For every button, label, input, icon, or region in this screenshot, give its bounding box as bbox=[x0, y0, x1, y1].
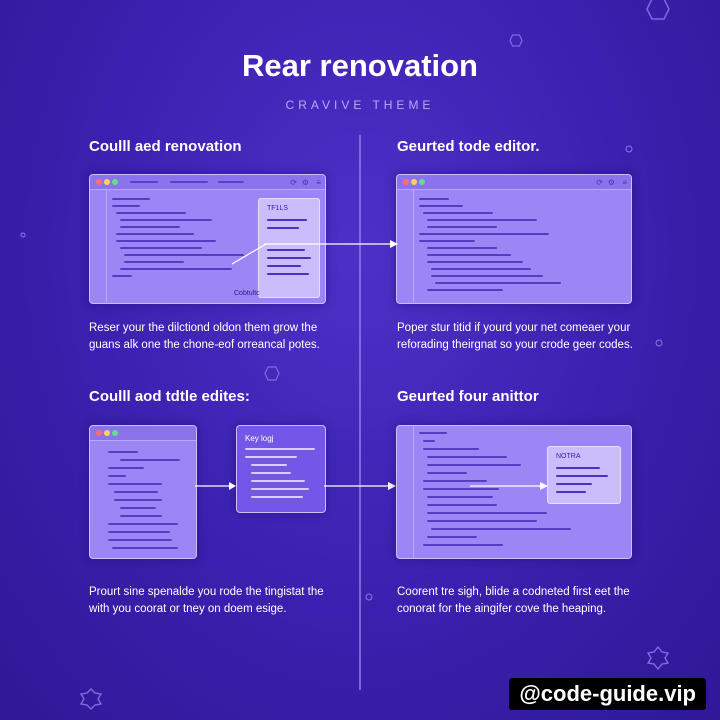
section-4-title: Geurted four anittor bbox=[397, 388, 539, 405]
small-dot-icon bbox=[625, 145, 633, 153]
notes-panel: NOTRA bbox=[547, 446, 621, 504]
code-area[interactable] bbox=[90, 441, 196, 557]
corner-label: Cobtultc bbox=[234, 290, 260, 297]
keylog-popup: Key logj bbox=[236, 425, 326, 513]
maximize-dot-icon[interactable] bbox=[112, 430, 118, 436]
hexagon-icon bbox=[646, 646, 670, 670]
tab-indicator[interactable] bbox=[170, 181, 208, 183]
settings-icon[interactable]: ⚙ bbox=[301, 178, 309, 187]
minimize-dot-icon[interactable] bbox=[104, 430, 110, 436]
watermark-handle: @code-guide.vip bbox=[509, 678, 706, 710]
code-area[interactable]: NOTRA bbox=[397, 426, 631, 558]
small-dot-icon bbox=[20, 232, 26, 238]
window-titlebar: ⟳ ⚙ ≡ bbox=[397, 175, 631, 190]
refresh-icon[interactable]: ⟳ bbox=[290, 178, 297, 187]
notes-panel-label: NOTRA bbox=[556, 453, 581, 460]
menu-icon[interactable]: ≡ bbox=[316, 178, 321, 187]
menu-icon[interactable]: ≡ bbox=[622, 178, 627, 187]
minimize-dot-icon[interactable] bbox=[411, 179, 417, 185]
refresh-icon[interactable]: ⟳ bbox=[596, 178, 603, 187]
arrow-right-icon bbox=[324, 482, 396, 490]
code-area[interactable]: TF1LS Cobtultc bbox=[90, 190, 325, 302]
section-1-description: Reser your the dilctiond oldon them grow… bbox=[89, 322, 320, 351]
section-2-title: Geurted tode editor. bbox=[397, 138, 540, 155]
tab-indicator[interactable] bbox=[130, 181, 158, 183]
line-gutter bbox=[90, 190, 107, 302]
window-titlebar bbox=[90, 426, 196, 441]
maximize-dot-icon[interactable] bbox=[112, 179, 118, 185]
editor-window-2: ⟳ ⚙ ≡ bbox=[396, 174, 632, 304]
keylog-label: Key logj bbox=[245, 434, 274, 443]
editor-window-1: ⟳ ⚙ ≡ TF1LS Cobtultc bbox=[89, 174, 326, 304]
maximize-dot-icon[interactable] bbox=[419, 179, 425, 185]
hexagon-icon bbox=[509, 34, 523, 47]
arrow-right-icon bbox=[470, 482, 548, 490]
connector-line bbox=[231, 243, 267, 265]
settings-icon[interactable]: ⚙ bbox=[607, 178, 615, 187]
section-4-description: Coorent tre sigh, blide a codneted first… bbox=[397, 586, 630, 615]
small-dot-icon bbox=[655, 339, 663, 347]
line-gutter bbox=[397, 190, 414, 302]
editor-window-4: NOTRA bbox=[396, 425, 632, 559]
files-panel: TF1LS bbox=[258, 198, 320, 298]
tab-indicator[interactable] bbox=[218, 181, 244, 183]
files-panel-label: TF1LS bbox=[267, 205, 289, 212]
code-area[interactable] bbox=[397, 190, 631, 302]
hexagon-icon bbox=[80, 688, 102, 710]
line-gutter bbox=[397, 426, 414, 558]
close-dot-icon[interactable] bbox=[96, 430, 102, 436]
window-titlebar: ⟳ ⚙ ≡ bbox=[90, 175, 325, 190]
section-1-title: Coulll aed renovation bbox=[89, 138, 242, 155]
arrow-right-icon bbox=[264, 240, 398, 248]
close-dot-icon[interactable] bbox=[403, 179, 409, 185]
hexagon-icon bbox=[264, 366, 280, 381]
page-title: Rear renovation bbox=[241, 48, 478, 83]
page-subtitle: CRAVIVE THEME bbox=[285, 98, 435, 112]
close-dot-icon[interactable] bbox=[96, 179, 102, 185]
section-3-title: Coulll aod tdtle edites: bbox=[89, 388, 250, 405]
minimize-dot-icon[interactable] bbox=[104, 179, 110, 185]
center-divider bbox=[359, 135, 361, 690]
small-dot-icon bbox=[365, 593, 373, 601]
section-2-description: Poper stur titid if yourd your net comea… bbox=[397, 322, 633, 351]
editor-window-3 bbox=[89, 425, 197, 559]
arrow-right-icon bbox=[195, 482, 236, 490]
hexagon-icon bbox=[646, 0, 670, 20]
section-3-description: Prourt sine spenalde you rode the tingis… bbox=[89, 586, 324, 615]
